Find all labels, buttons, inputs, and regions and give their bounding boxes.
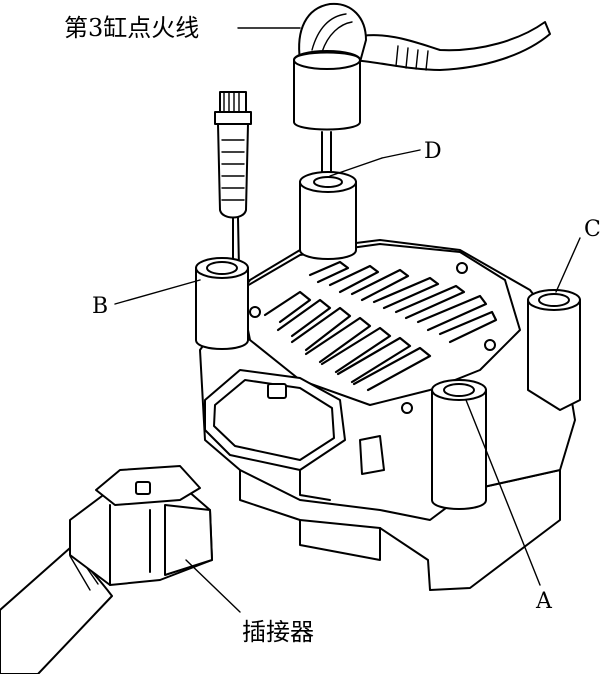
ignition-coil-icon [199, 239, 576, 591]
label-d-leader-2 [329, 157, 383, 177]
spark-plug-wire-icon [293, 2, 551, 177]
tower-c [527, 289, 581, 411]
connector-label-leader [185, 559, 241, 613]
label-a-leader [465, 399, 541, 586]
tower-d [299, 171, 357, 260]
tower-b [195, 257, 249, 350]
spark-plug-wire-label: 第3缸点火线 [64, 14, 199, 42]
label-d-leader [381, 149, 421, 159]
label-d: D [424, 139, 442, 164]
label-b-leader [114, 279, 201, 305]
label-a: A [535, 589, 553, 614]
electrical-connector-icon [0, 465, 213, 675]
connector-label: 插接器 [242, 618, 314, 646]
label-c: C [584, 217, 601, 242]
tower-a [431, 379, 487, 510]
label-b: B [92, 294, 108, 319]
label-c-leader [555, 237, 581, 293]
